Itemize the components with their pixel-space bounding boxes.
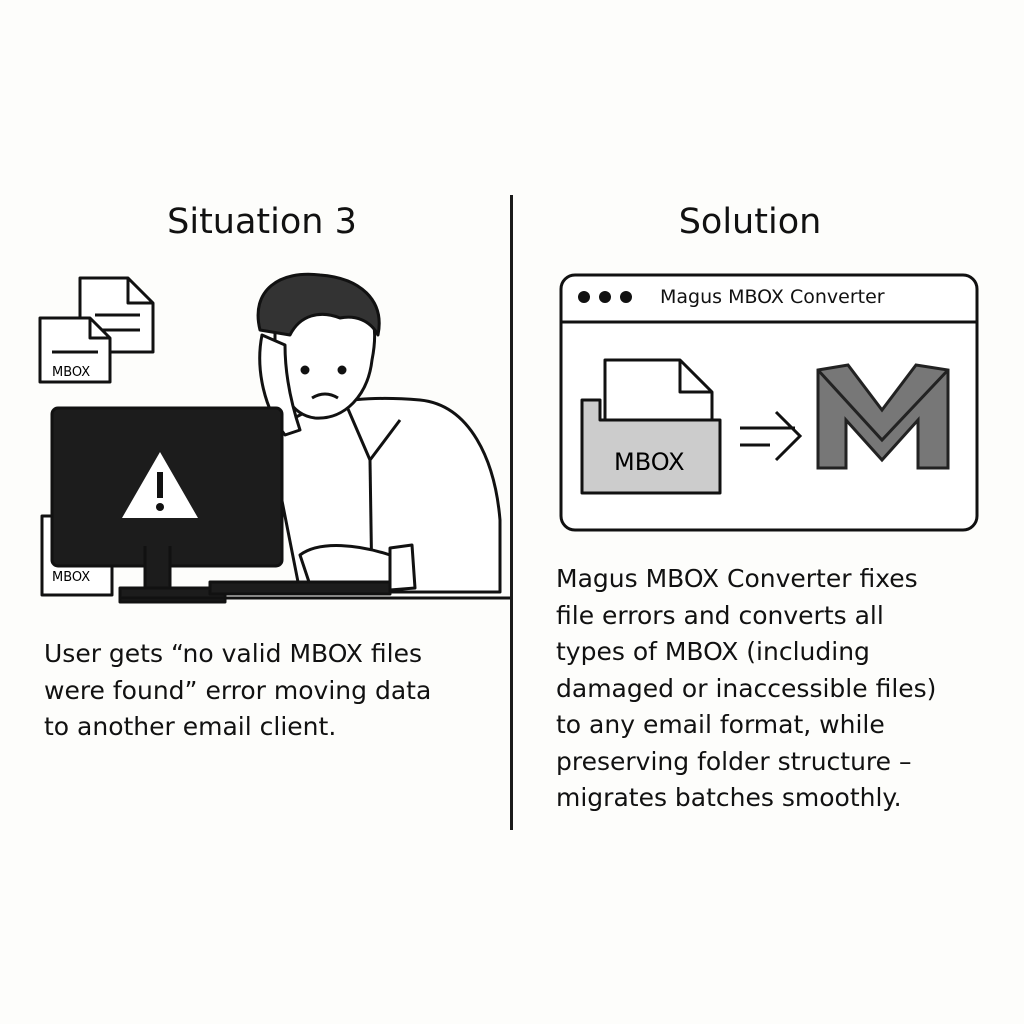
window-dot [578,291,590,303]
folder-label: MBOX [614,448,685,476]
frustrated-user-illustration: MBOX MBOX [38,272,510,604]
solution-description: Magus MBOX Converter fixes file errors a… [556,564,937,812]
converter-window: MBOX [559,273,979,532]
window-title: Magus MBOX Converter [660,286,885,308]
situation-title: Situation 3 [167,202,357,242]
mbox-file-icon [38,316,112,384]
situation-description: User gets “no valid MBOX files were foun… [44,639,432,741]
solution-title: Solution [678,202,822,242]
warning-icon [122,452,198,518]
divider [510,195,513,830]
window-dot [620,291,632,303]
arrow-icon [740,410,803,462]
gmail-icon [816,363,950,470]
window-dot [599,291,611,303]
file-label: MBOX [52,570,90,585]
mbox-folder-icon [580,358,722,495]
file-label: MBOX [52,365,90,380]
